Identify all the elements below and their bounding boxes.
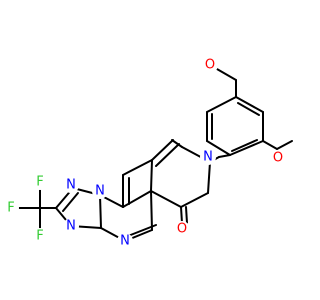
bond — [207, 161, 211, 194]
atom-label: F — [36, 175, 43, 190]
atom-background — [202, 57, 218, 73]
atom-label: F — [36, 229, 43, 244]
atom-background — [3, 200, 19, 216]
atom-label: F — [7, 201, 14, 216]
bond — [62, 192, 79, 212]
atom-background — [174, 221, 190, 237]
atom-label: N — [95, 184, 105, 199]
atom-background — [32, 228, 48, 244]
bond — [127, 224, 157, 237]
atom-background — [117, 233, 133, 249]
atom-label-layer: O O N O N N N N — [3, 57, 286, 249]
atom-label: N — [203, 150, 213, 165]
atom-label: O — [177, 222, 187, 237]
atom-background — [63, 218, 79, 234]
atom-label: O — [205, 58, 215, 73]
bond — [237, 102, 260, 116]
bond — [171, 139, 183, 148]
atom-background — [32, 174, 48, 190]
atom-label: N — [66, 219, 76, 234]
bond — [180, 192, 209, 208]
bond-layer — [18, 64, 293, 242]
nitrogen-atom: N — [92, 183, 108, 199]
bond — [185, 206, 188, 224]
bond — [155, 143, 180, 167]
molecule-structure: O O N O N N N N — [3, 57, 293, 249]
bond — [180, 206, 183, 224]
bond — [218, 154, 231, 158]
bond — [262, 140, 278, 150]
oxygen-atom: O — [270, 150, 286, 166]
atom-background — [63, 177, 79, 193]
atom-label: N — [66, 178, 76, 193]
fluorine-atom: F — [32, 174, 48, 190]
fluorine-atom: F — [3, 200, 19, 216]
bond — [206, 140, 231, 156]
oxygen-atom: O — [202, 57, 218, 73]
bond — [151, 139, 174, 161]
atom-label: O — [273, 151, 283, 166]
atom-background — [200, 149, 216, 165]
bond — [99, 194, 102, 229]
oxygen-atom: O — [174, 221, 190, 237]
nitrogen-atom: N — [63, 177, 79, 193]
bond — [150, 190, 153, 231]
bond — [122, 159, 153, 176]
bond — [229, 140, 264, 156]
bond — [122, 190, 152, 208]
atom-label: N — [120, 234, 130, 249]
bond — [206, 96, 237, 113]
nitrogen-atom: N — [117, 233, 133, 249]
bond — [150, 190, 182, 208]
atom-background — [92, 183, 108, 199]
bond — [276, 140, 293, 150]
nitrogen-atom: N — [63, 218, 79, 234]
bond — [150, 159, 153, 192]
bond — [235, 96, 264, 113]
bond — [231, 139, 258, 152]
fluorine-atom: F — [32, 228, 48, 244]
atom-background — [270, 150, 286, 166]
nitrogen-atom: N — [200, 149, 216, 165]
